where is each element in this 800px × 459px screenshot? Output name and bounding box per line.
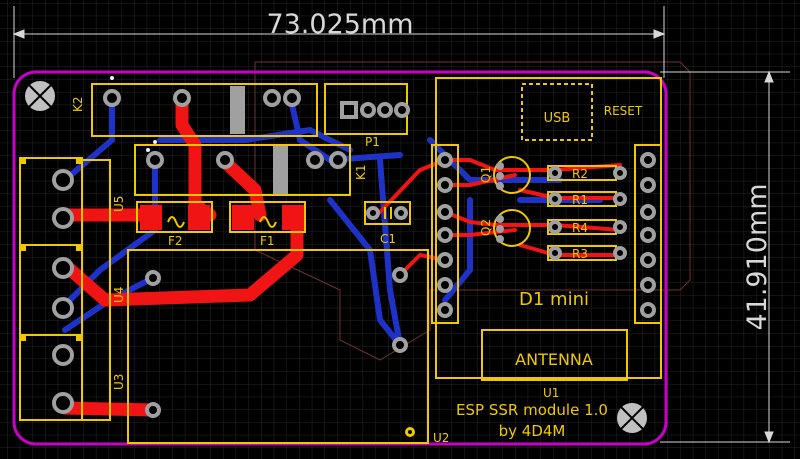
label-u1: U1 [543, 386, 559, 400]
width-dimension [12, 6, 666, 78]
label-u4: U4 [112, 287, 126, 303]
board-author: by 4D4M [499, 422, 566, 440]
label-f1: F1 [260, 234, 275, 248]
smd-pads [140, 205, 304, 230]
label-q2: Q2 [479, 219, 493, 236]
header-pins-left [437, 152, 453, 318]
fuse-symbols [167, 216, 277, 228]
p1-square-pad [340, 101, 358, 119]
transistor-q2 [493, 209, 531, 247]
resistor-pads [548, 166, 627, 260]
d1-mini-label: D1 mini [519, 289, 589, 310]
height-dimension-label: 41.910mm [742, 183, 773, 330]
label-r1: R1 [572, 193, 588, 207]
label-r4: R4 [572, 221, 588, 235]
label-p1: P1 [365, 135, 380, 149]
header-pins-right [640, 152, 656, 318]
label-q1: Q1 [479, 166, 493, 183]
reference-designators: K2 K1 U5 U4 U3 F2 F1 C1 P1 Q1 Q2 R2 R1 R… [71, 96, 588, 445]
board-title: ESP SSR module 1.0 [456, 401, 608, 419]
width-dimension-label: 73.025mm [266, 9, 413, 40]
reset-label: RESET [604, 104, 643, 118]
relay-blade-pads [230, 86, 288, 194]
height-dimension [660, 70, 790, 444]
usb-label: USB [544, 111, 571, 126]
silkscreen-outlines [19, 77, 662, 444]
label-r3: R3 [572, 247, 588, 261]
label-r2: R2 [572, 167, 588, 181]
antenna-label: ANTENNA [515, 350, 593, 369]
label-c1: C1 [380, 232, 396, 246]
label-u2: U2 [433, 431, 449, 445]
pin1-dots [110, 76, 157, 152]
mounting-hole-bottom-right [617, 403, 647, 433]
label-k1: K1 [354, 164, 368, 180]
label-k2: K2 [71, 96, 85, 112]
label-u5: U5 [112, 196, 126, 212]
capacitor-symbol [384, 207, 392, 219]
mounting-hole-top-left [25, 81, 55, 111]
label-f2: F2 [168, 234, 183, 248]
through-hole-pads [52, 89, 410, 418]
courtyard-outline [254, 61, 691, 361]
silkscreen-corner-marks [20, 158, 82, 341]
label-u3: U3 [112, 374, 126, 390]
transistor-q1 [493, 156, 531, 194]
u2-pin1-mark [405, 427, 415, 437]
